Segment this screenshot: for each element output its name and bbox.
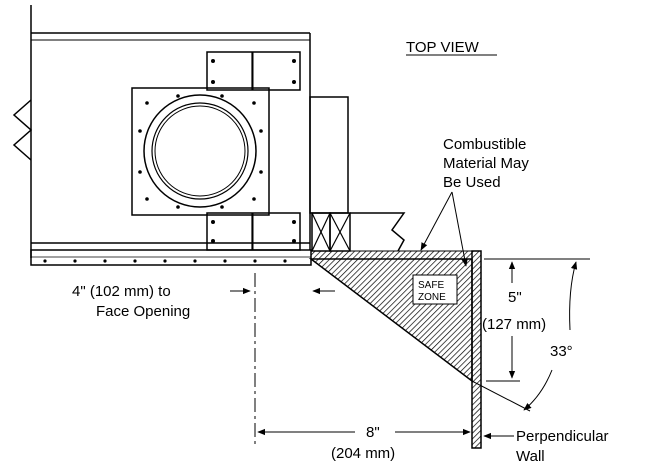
face-trim [30, 249, 312, 266]
angle-arc-bottom [523, 369, 553, 411]
depth-imperial: 5" [508, 289, 522, 306]
angle-arc-top [569, 261, 578, 331]
combustible-label-line1: Combustible [443, 136, 526, 153]
flue-collar [131, 87, 270, 216]
safe-zone-label-line2: ZONE [418, 292, 446, 303]
angle-extension [471, 380, 531, 412]
angle-label: 33° [550, 343, 573, 360]
side-housing [309, 96, 349, 214]
face-offset-label-line1: 4" (102 mm) to [72, 283, 171, 300]
combustible-label-line3: Be Used [443, 174, 501, 191]
wall-label-line2: Wall [516, 448, 545, 465]
combustible-leader-2 [451, 191, 468, 267]
view-title: TOP VIEW [406, 39, 480, 56]
depth-metric: (127 mm) [482, 316, 546, 333]
combustible-leader-1 [420, 191, 453, 251]
framing-studs [311, 212, 406, 252]
lower-bracket [206, 212, 301, 251]
width-imperial: 8" [366, 424, 380, 441]
combustible-label-line2: Material May [443, 155, 529, 172]
fireplace-unit [12, 5, 311, 258]
safe-zone-label-line1: SAFE [418, 280, 444, 291]
break-line [12, 99, 33, 161]
combustible-strip [310, 250, 473, 260]
face-offset-label-line2: Face Opening [96, 303, 190, 320]
upper-bracket [206, 51, 301, 91]
safe-zone-label-box [412, 274, 458, 305]
wall-label-line1: Perpendicular [516, 428, 609, 445]
perpendicular-wall [471, 250, 482, 449]
width-metric: (204 mm) [331, 445, 395, 462]
